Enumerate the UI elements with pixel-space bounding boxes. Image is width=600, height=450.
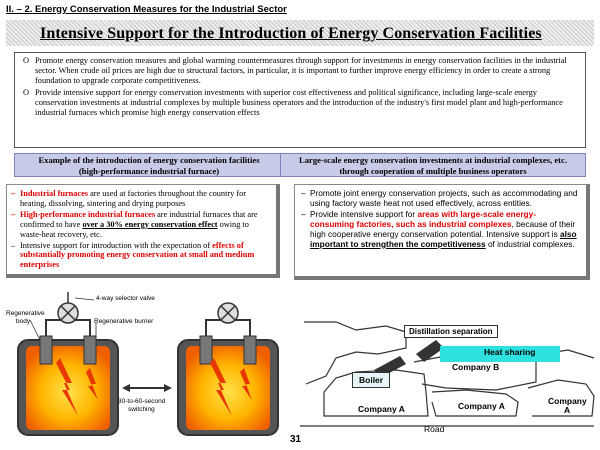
company-a-label: A (564, 405, 571, 415)
left-header: Example of the introduction of energy co… (14, 153, 284, 177)
title-banner (6, 20, 594, 46)
bold-text: also important to strengthen the competi… (310, 228, 577, 249)
area-outline (323, 369, 429, 417)
emphasis-text: effects of substantially promoting energ… (20, 240, 255, 270)
dash-bullet: – (11, 189, 16, 198)
company-b-label: Company B (452, 362, 500, 372)
dash-bullet: – (11, 240, 16, 250)
body-text: , because of their high cooperative ener… (310, 218, 576, 239)
list-item: – Intensive support for introduction wit… (11, 241, 272, 271)
complex-map (300, 321, 595, 427)
regenerative-body-label-1: Regenerative (6, 310, 45, 317)
complex-description-box: – Promote joint energy conservation proj… (294, 184, 590, 280)
switching-label-2: switching (128, 406, 155, 413)
page-title: Intensive Support for the Introduction o… (40, 25, 542, 42)
furnace-diagram (17, 292, 279, 436)
body-text: Intensive support for introduction with … (20, 240, 213, 250)
page-number: 31 (290, 434, 302, 445)
intro-item: O Provide intensive support for energy c… (23, 88, 579, 119)
body-text: of industrial complexes. (485, 238, 575, 249)
dash-bullet: – (301, 188, 306, 198)
regenerative-burner-label: Regenerative burner (94, 318, 154, 325)
emphasis-text: Industrial furnaces (20, 189, 88, 198)
body-text: Provide intensive support for (310, 208, 418, 219)
emphasis-text: High-performance industrial furnaces (20, 209, 156, 219)
list-item: – Promote joint energy conservation proj… (301, 188, 580, 209)
intro-item: O Promote energy conservation measures a… (23, 56, 579, 87)
heat-sharing-bar (440, 346, 560, 362)
furnace-description-box: – Industrial furnaces are used at factor… (6, 184, 280, 278)
emphasis-text: areas with large-scale energy-consuming … (310, 208, 536, 229)
furnace-right (177, 302, 279, 436)
body-text: are used at factories throughout the cou… (20, 189, 247, 208)
flame-icon (240, 368, 252, 400)
regenerative-body-label-2: body (16, 318, 31, 325)
intro-box: O Promote energy conservation measures a… (14, 52, 586, 148)
company-a-label: Company A (458, 401, 505, 411)
selector-valve-label: 4-way selector valve (96, 295, 155, 302)
boiler-label: Boiler (352, 372, 391, 388)
area-outline (431, 389, 519, 417)
distillation-label: Distillation separation (404, 325, 498, 338)
body-text: Promote joint energy conservation projec… (310, 188, 578, 208)
section-label: II. – 2. Energy Conservation Measures fo… (6, 4, 287, 15)
area-outline (304, 321, 407, 385)
intro-text: Promote energy conservation measures and… (35, 56, 567, 86)
flame-icon (86, 368, 98, 400)
heat-sharing-label: Heat sharing (484, 347, 536, 357)
flame-icon (56, 358, 78, 416)
area-outline (527, 379, 595, 417)
intro-text: Provide intensive support for energy con… (35, 87, 563, 118)
company-a-label: Company (548, 396, 587, 406)
bold-text: over a 30% energy conservation effect (82, 219, 218, 229)
body-text: owing to waste-heat recovery, etc. (20, 219, 249, 239)
list-item: – Industrial furnaces are used at factor… (11, 189, 272, 209)
right-header-line1: Large-scale energy conservation investme… (298, 155, 568, 165)
list-item: – Provide intensive support for areas wi… (301, 208, 580, 250)
dash-bullet: – (11, 209, 16, 219)
switching-label-1: 30-to-60-second (118, 398, 166, 405)
circle-bullet: O (23, 87, 30, 97)
circle-bullet: O (23, 56, 30, 65)
furnace-left (17, 292, 119, 436)
company-a-label: Company A (358, 404, 405, 414)
dash-bullet: – (301, 208, 306, 219)
flame-icon (210, 358, 232, 416)
left-header-line2: (high-performance industrial furnace) (78, 165, 220, 176)
list-item: – High-performance industrial furnaces a… (11, 210, 272, 240)
switching-arrow (122, 384, 172, 392)
left-header-line1: Example of the introduction of energy co… (38, 155, 260, 165)
body-text: are industrial furnaces that are confirm… (20, 209, 258, 229)
right-header-line2: through cooperation of multiple business… (339, 165, 527, 176)
road-label: Road (424, 424, 445, 434)
right-header: Large-scale energy conservation investme… (280, 153, 586, 177)
distillation-arrow (416, 340, 444, 362)
